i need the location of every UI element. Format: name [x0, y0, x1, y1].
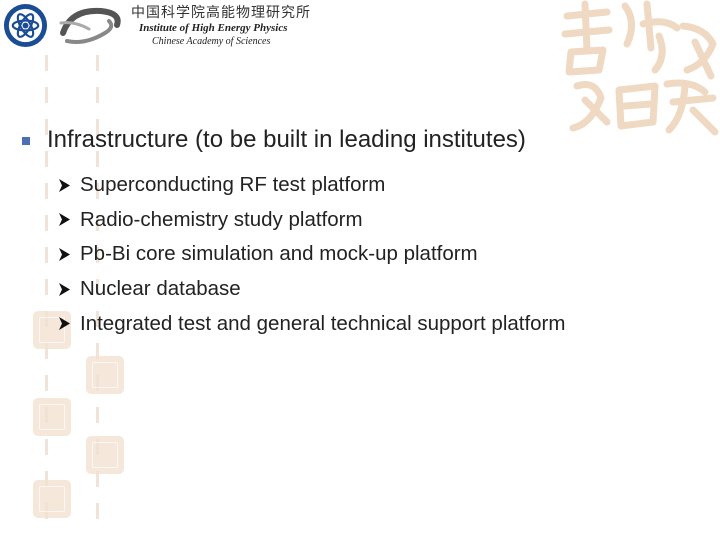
academy-name-english: Chinese Academy of Sciences: [152, 36, 271, 47]
institute-name-english: Institute of High Energy Physics: [139, 22, 288, 34]
list-item: Nuclear database: [58, 272, 565, 307]
list-item: Pb-Bi core simulation and mock-up platfo…: [58, 237, 565, 272]
arrow-bullet-icon: [59, 247, 70, 261]
decor-stamp: [86, 436, 124, 474]
arrow-bullet-icon: [59, 178, 70, 192]
decor-dash-column-right: [96, 55, 99, 535]
list-item-label: Nuclear database: [80, 277, 241, 301]
list-item-label: Radio-chemistry study platform: [80, 207, 363, 231]
institute-name-logo: 中国科学院高能物理研究所 Institute of High Energy Ph…: [55, 2, 310, 50]
platform-list: Superconducting RF test platform Radio-c…: [58, 168, 565, 341]
arrow-bullet-icon: [59, 282, 70, 296]
list-item: Radio-chemistry study platform: [58, 203, 565, 238]
decor-stamp: [86, 356, 124, 394]
list-item-label: Superconducting RF test platform: [80, 173, 386, 197]
calligraphy-decoration: [561, 0, 719, 136]
decor-dash-column-left: [45, 55, 48, 535]
heading-text: Infrastructure (to be built in leading i…: [47, 126, 526, 153]
list-item-label: Integrated test and general technical su…: [80, 311, 566, 335]
decor-stamp: [33, 480, 71, 518]
decor-stamp: [33, 398, 71, 436]
list-item: Superconducting RF test platform: [58, 168, 565, 203]
list-item: Integrated test and general technical su…: [58, 306, 565, 341]
list-item-label: Pb-Bi core simulation and mock-up platfo…: [80, 242, 478, 266]
arrow-bullet-icon: [59, 213, 70, 227]
decor-stamp: [33, 311, 71, 349]
section-heading: Infrastructure (to be built in leading i…: [22, 126, 526, 154]
square-bullet-icon: [22, 136, 30, 145]
arrow-bullet-icon: [59, 317, 70, 331]
ihep-swirl-icon: [59, 7, 121, 44]
institute-seal-logo: [3, 3, 48, 48]
chinese-institute-name: 中国科学院高能物理研究所: [131, 5, 311, 21]
